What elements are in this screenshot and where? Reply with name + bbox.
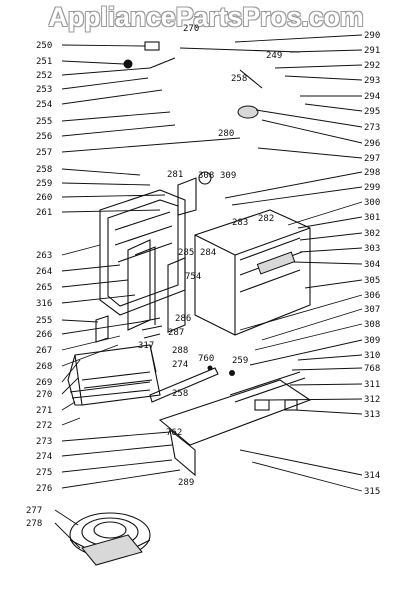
- callout-right-24: 312: [364, 395, 380, 405]
- callout-left-18: 267: [36, 346, 52, 356]
- callout-left-12: 263: [36, 251, 52, 261]
- callouts-right: 290 291 292 293 294 295 273 296 297 298 299 300 301 3…: [364, 31, 380, 497]
- callout-inner-20: 762: [166, 428, 182, 438]
- callout-inner-6: 309: [220, 171, 236, 181]
- callout-left-29: 278: [26, 519, 42, 529]
- callout-left-28: 277: [26, 506, 42, 516]
- callout-left-4: 254: [36, 100, 52, 110]
- callout-right-14: 303: [364, 244, 380, 254]
- callout-inner-2: 258: [231, 74, 247, 84]
- callout-right-20: 309: [364, 336, 380, 346]
- callout-left-3: 253: [36, 85, 52, 95]
- callout-inner-17: 760: [198, 354, 214, 364]
- callout-left-7: 257: [36, 148, 52, 158]
- callout-left-8: 258: [36, 165, 52, 175]
- callout-left-6: 256: [36, 132, 52, 142]
- callout-right-17: 306: [364, 291, 380, 301]
- callout-inner-9: 285: [178, 248, 194, 258]
- callout-right-13: 302: [364, 229, 380, 239]
- callout-right-9: 298: [364, 168, 380, 178]
- callout-left-16: 255: [36, 316, 52, 326]
- callout-right-3: 293: [364, 76, 380, 86]
- callout-right-18: 307: [364, 305, 380, 315]
- callout-right-4: 294: [364, 92, 380, 102]
- parts-drawing: [67, 41, 312, 566]
- callout-inner-19: 258: [172, 389, 188, 399]
- callout-inner-5: 308: [198, 171, 214, 181]
- roller-base: [81, 534, 143, 566]
- control-panel: [256, 251, 296, 275]
- callout-inner-16: 274: [172, 360, 188, 370]
- knob-part: [123, 59, 133, 69]
- callout-right-2: 292: [364, 61, 380, 71]
- callout-inner-15: 288: [172, 346, 188, 356]
- callout-right-23: 311: [364, 380, 380, 390]
- callout-left-15: 316: [36, 299, 52, 309]
- callout-right-22: 768: [364, 364, 380, 374]
- callout-left-9: 259: [36, 179, 52, 189]
- tray: [74, 344, 161, 406]
- callout-right-11: 300: [364, 198, 380, 208]
- callout-left-1: 251: [36, 57, 52, 67]
- callout-inner-21: 289: [178, 478, 194, 488]
- callout-left-20: 269: [36, 378, 52, 388]
- callout-inner-1: 249: [266, 51, 282, 61]
- callout-inner-3: 280: [218, 129, 234, 139]
- callout-right-27: 315: [364, 487, 380, 497]
- callout-right-1: 291: [364, 46, 380, 56]
- leader-lines: [54, 44, 241, 549]
- callout-inner-8: 283: [232, 218, 248, 228]
- callout-left-26: 275: [36, 468, 52, 478]
- callout-inner-0: 270: [183, 24, 199, 34]
- callout-inner-4: 281: [167, 170, 183, 180]
- callout-left-14: 265: [36, 283, 52, 293]
- callout-right-10: 299: [364, 183, 380, 193]
- callout-inner-14: 317: [138, 341, 154, 351]
- callout-right-16: 305: [364, 276, 380, 286]
- callout-left-25: 274: [36, 452, 52, 462]
- callout-right-19: 308: [364, 320, 380, 330]
- callouts-inner: 270 249 258 280 281 308 309 282 283 285 284 754 286 2…: [138, 24, 282, 488]
- leader-lines-right: [224, 34, 363, 492]
- callout-left-21: 270: [36, 390, 52, 400]
- callout-left-2: 252: [36, 71, 52, 81]
- callout-right-21: 310: [364, 351, 380, 361]
- callout-left-22: 271: [36, 406, 52, 416]
- top-rod: [149, 47, 301, 89]
- bracket-part: [144, 41, 160, 51]
- callout-left-13: 264: [36, 267, 52, 277]
- callout-left-5: 255: [36, 117, 52, 127]
- oven-body: [194, 209, 311, 336]
- callout-inner-7: 282: [258, 214, 274, 224]
- callout-right-0: 290: [364, 31, 380, 41]
- callout-left-24: 273: [36, 437, 52, 447]
- callout-inner-13: 287: [168, 328, 184, 338]
- callout-right-6: 273: [364, 123, 380, 133]
- watermark: AppliancePartsPros.com: [48, 2, 364, 32]
- callout-left-23: 272: [36, 421, 52, 431]
- callout-right-7: 296: [364, 139, 380, 149]
- callout-right-12: 301: [364, 213, 380, 223]
- callout-right-8: 297: [364, 154, 380, 164]
- callout-right-26: 314: [364, 471, 380, 481]
- callout-left-11: 261: [36, 208, 52, 218]
- callout-left-10: 260: [36, 193, 52, 203]
- callout-left-0: 250: [36, 41, 52, 51]
- callout-right-5: 295: [364, 107, 380, 117]
- callout-left-19: 268: [36, 362, 52, 372]
- switch-part: [237, 105, 259, 119]
- callout-inner-12: 286: [175, 314, 191, 324]
- callout-right-25: 313: [364, 410, 380, 420]
- callout-inner-11: 754: [185, 272, 201, 282]
- callouts-left: 250 251 252 253 254 255 256 257 258 259 260 261 263 2…: [26, 41, 52, 529]
- callout-inner-18: 259: [232, 356, 248, 366]
- callout-left-17: 266: [36, 330, 52, 340]
- callout-inner-10: 284: [200, 248, 216, 258]
- callout-right-15: 304: [364, 260, 380, 270]
- callout-left-27: 276: [36, 484, 52, 494]
